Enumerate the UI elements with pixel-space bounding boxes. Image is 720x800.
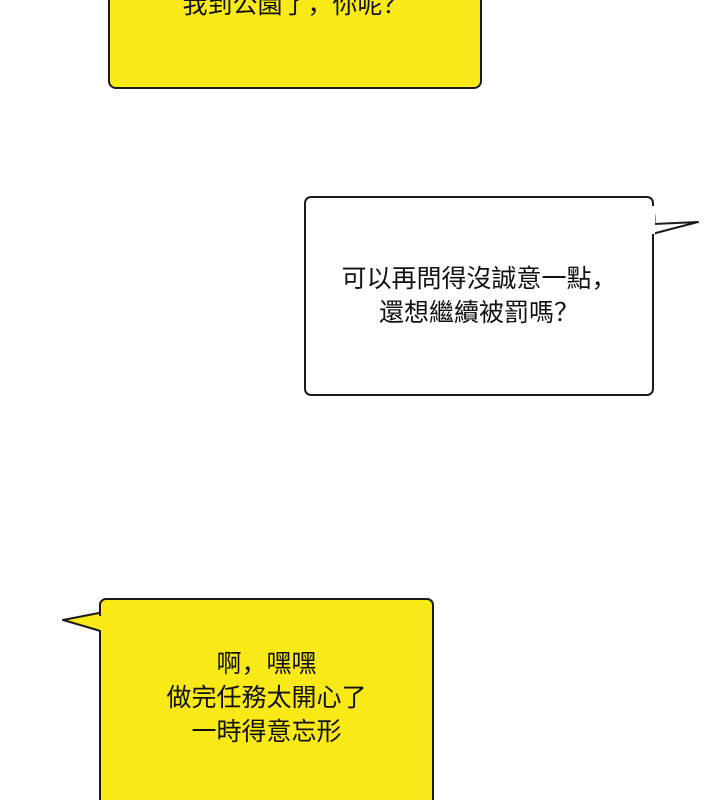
speech-bubble-3-line-3: 一時得意忘形 bbox=[191, 716, 342, 746]
speech-bubble-3-text: 啊，嘿嘿 做完任務太開心了 一時得意忘形 bbox=[166, 647, 366, 748]
speech-bubble-1: 我到公園了，你呢？ bbox=[108, 0, 482, 89]
speech-bubble-2-text: 可以再問得沒誠意一點， 還想繼續被罰嗎？ bbox=[341, 262, 616, 330]
speech-bubble-1-line-1: 我到公園了，你呢？ bbox=[182, 0, 408, 19]
speech-bubble-3: 啊，嘿嘿 做完任務太開心了 一時得意忘形 bbox=[99, 598, 434, 800]
speech-bubble-3-line-1: 啊，嘿嘿 bbox=[216, 649, 317, 679]
speech-bubble-3-tail-cover bbox=[99, 616, 103, 630]
speech-bubble-2-tail-cover bbox=[649, 206, 655, 234]
speech-bubble-2-line-1: 可以再問得沒誠意一點， bbox=[341, 264, 617, 294]
speech-bubble-2: 可以再問得沒誠意一點， 還想繼續被罰嗎？ bbox=[304, 196, 654, 396]
speech-bubble-3-line-2: 做完任務太開心了 bbox=[166, 683, 367, 713]
speech-bubble-2-line-2: 還想繼續被罰嗎？ bbox=[378, 298, 579, 327]
speech-bubble-2-tail bbox=[650, 197, 699, 235]
